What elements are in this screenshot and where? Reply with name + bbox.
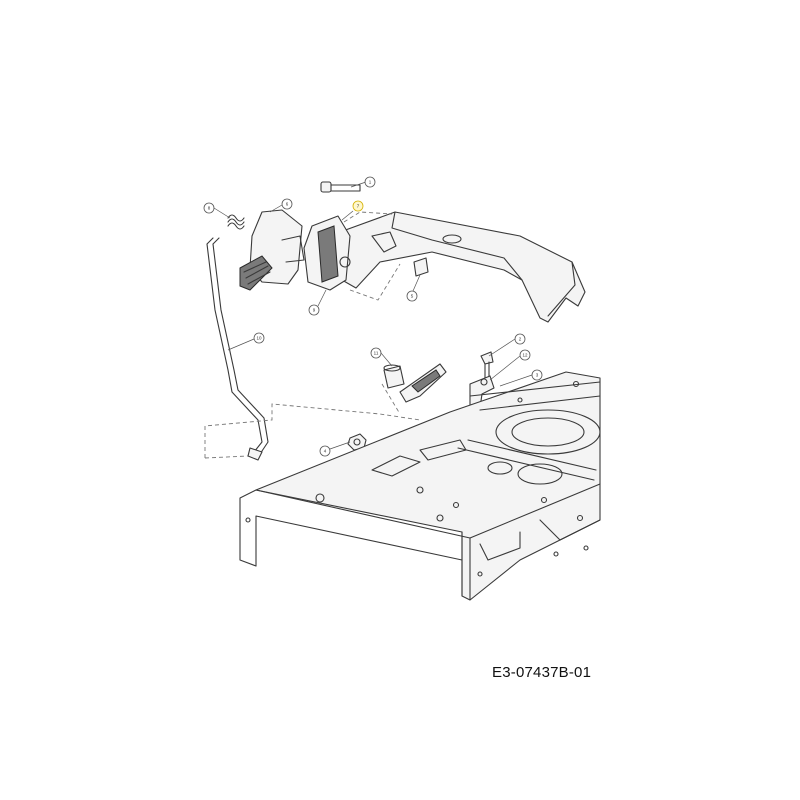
pedal-assembly-part — [239, 209, 305, 291]
drawing-code-label: E3-07437B-01 — [492, 664, 592, 681]
callout-1-label: 1 — [369, 180, 372, 185]
callout-8-label: 8 — [208, 206, 211, 211]
callout-11: 11 — [370, 347, 393, 367]
callout-4-label: 4 — [324, 449, 327, 454]
callout-5: 5 — [406, 274, 421, 302]
callout-7-label: 7 — [357, 204, 360, 209]
callout-12-label: 12 — [522, 353, 528, 358]
assembly-guide-lines — [204, 211, 421, 459]
washer-part — [413, 257, 429, 277]
sector-plate-part — [303, 215, 351, 291]
callout-4: 4 — [319, 441, 351, 457]
callout-2: 2 — [488, 333, 526, 357]
callout-6: 6 — [269, 198, 293, 213]
callout-10: 10 — [227, 332, 265, 351]
bushing-part — [383, 364, 405, 389]
lever-arm-part — [399, 363, 447, 403]
callout-5-label: 5 — [411, 294, 414, 299]
callout-9: 9 — [308, 289, 327, 316]
bolt-part — [320, 181, 361, 193]
callout-6-label: 6 — [286, 202, 289, 207]
callout-12: 12 — [489, 349, 531, 381]
callout-3-label: 3 — [536, 373, 539, 378]
pedal-mount-bracket — [339, 211, 586, 323]
callout-10-label: 10 — [256, 336, 262, 341]
callout-1: 1 — [350, 176, 376, 188]
callout-8: 8 — [203, 202, 231, 219]
callout-7: 7 — [341, 200, 364, 221]
callout-3: 3 — [499, 369, 543, 387]
control-rod-part — [206, 237, 269, 461]
spring-part — [227, 214, 245, 230]
callout-11-label: 11 — [374, 351, 379, 356]
main-frame-part — [239, 371, 601, 601]
shoulder-bolt-part — [480, 351, 494, 379]
callout-2-label: 2 — [519, 337, 522, 342]
callout-9-label: 9 — [313, 308, 316, 313]
